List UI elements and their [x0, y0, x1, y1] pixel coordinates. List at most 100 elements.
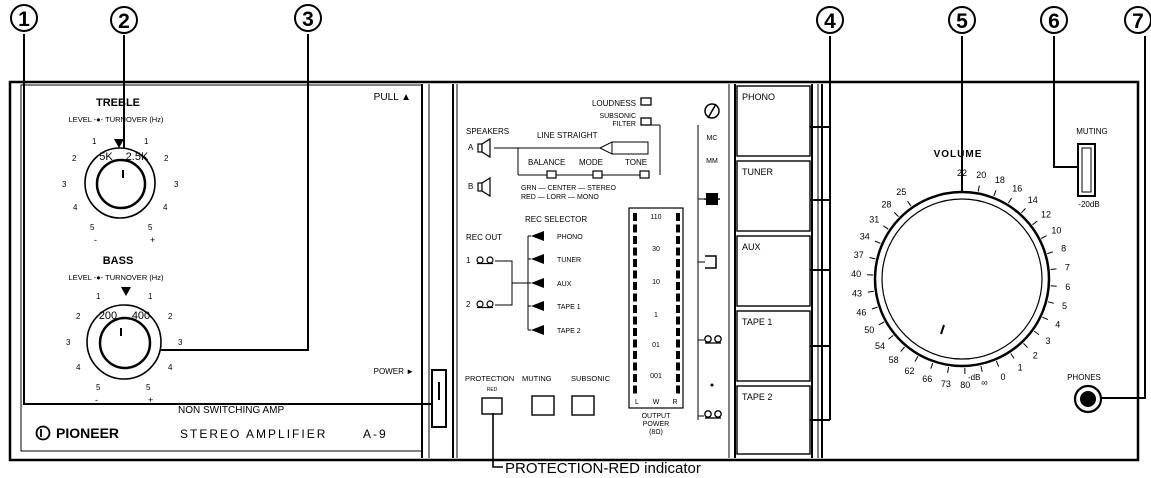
input-button-aux[interactable]: [736, 235, 811, 307]
volume-scale-tick: [993, 190, 997, 197]
pull-label: PULL ▲: [374, 92, 411, 103]
meter-col-l: L: [635, 399, 639, 406]
rec-out-1-label: 1: [466, 256, 471, 265]
left-section-inner-frame: [20, 84, 423, 452]
meter-segment: [633, 374, 637, 382]
bass-scale-left-2: 2: [76, 312, 81, 321]
phones-jack[interactable]: [1073, 384, 1103, 414]
meter-segment: [633, 270, 637, 279]
meter-segment: [633, 351, 637, 359]
treble-scale-left-5: 5: [90, 223, 95, 232]
rec-out-2-label: 2: [466, 300, 471, 309]
bass-inner-label-2: 400: [132, 310, 150, 322]
output-power-meter: 110 30 10 1 01 001 L W R: [628, 207, 684, 409]
volume-scale-tick: [930, 362, 934, 369]
bass-subtitle: LEVEL -●- TURNOVER (Hz): [69, 273, 164, 282]
meter-segment: [676, 247, 680, 256]
bass-pointer-icon: [121, 287, 131, 296]
leader-1: [23, 34, 434, 405]
treble-scale-left-3: 3: [62, 180, 67, 189]
subsonic-filter-label-1: SUBSONIC: [599, 113, 636, 120]
volume-scale-tick: [1023, 342, 1028, 349]
volume-scale-label: 28: [881, 200, 891, 210]
input-button-tuner-label: TUNER: [742, 167, 773, 177]
input-button-tape1[interactable]: [736, 310, 811, 382]
treble-scale-right-5: 5: [148, 223, 153, 232]
treble-minus: -: [94, 235, 97, 245]
power-switch[interactable]: [431, 369, 447, 428]
treble-subtitle: LEVEL -●- TURNOVER (Hz): [69, 115, 164, 124]
leader-3: [118, 34, 309, 351]
meter-segment: [676, 213, 680, 221]
treble-scale-right-3: 3: [174, 180, 179, 189]
muting-switch-title: MUTING: [1076, 127, 1108, 136]
volume-scale-tick: [1050, 268, 1057, 270]
muting-switch[interactable]: [1077, 143, 1096, 197]
volume-scale-tick: [874, 240, 881, 244]
input-button-phono-label: PHONO: [742, 92, 775, 102]
volume-scale-tick: [995, 360, 1000, 367]
rec-tape2-arrow-icon: [531, 325, 544, 335]
volume-scale-label: 58: [889, 355, 899, 365]
volume-scale-label: 1: [1018, 363, 1023, 373]
output-power-label-2: POWER: [643, 421, 669, 428]
volume-scale-tick: [1047, 251, 1054, 255]
callout-6-label: 6: [1048, 10, 1060, 33]
protection-indicator: [481, 397, 503, 415]
volume-scale-label: 43: [852, 289, 862, 299]
leader-6: [1053, 36, 1078, 168]
volume-scale-label: 8: [1061, 244, 1066, 254]
volume-scale-tick: [1032, 220, 1038, 226]
loudness-indicator: [640, 97, 652, 106]
bass-scale-left-4: 4: [76, 363, 81, 372]
power-label: POWER ►: [374, 367, 414, 376]
meter-segment: [633, 282, 637, 290]
input-button-tuner[interactable]: [736, 160, 811, 232]
rec-out-1-tape-icon: [476, 256, 494, 265]
subsonic-filter-indicator: [640, 117, 652, 126]
meter-segment: [676, 270, 680, 279]
bass-scale-right-5: 5: [146, 383, 151, 392]
meter-segment: [676, 259, 680, 267]
treble-scale-right-2: 2: [164, 154, 169, 163]
non-switching-amp-label: NON SWITCHING AMP: [178, 405, 284, 416]
input-button-phono[interactable]: [736, 85, 811, 157]
volume-scale-tick: [878, 321, 885, 326]
mode-legend-2: RED — LORR — MONO: [521, 194, 599, 201]
volume-scale-label: 25: [896, 187, 906, 197]
volume-scale-label: 10: [1051, 226, 1061, 236]
treble-scale-left-2: 2: [72, 154, 77, 163]
subsonic-button[interactable]: [571, 395, 595, 416]
rec-item-tape2: TAPE 2: [557, 328, 581, 335]
amplifier-panel-outline: [8, 80, 1140, 462]
volume-db-unit: -dB: [968, 373, 980, 382]
muting-button[interactable]: [531, 395, 555, 416]
callout-4-label: 4: [824, 10, 836, 33]
leader-7: [1100, 36, 1146, 399]
rec-out-2-tape-icon: [476, 300, 494, 309]
volume-scale-label: 54: [875, 341, 885, 351]
rec-item-tuner: TUNER: [557, 257, 581, 264]
output-power-label-1: OUTPUT: [642, 413, 672, 420]
volume-scale-label: 6: [1065, 282, 1070, 292]
bass-scale-right-1: 1: [148, 292, 153, 301]
phono-cartridge-icon: [704, 103, 720, 119]
input-button-tape2[interactable]: [736, 385, 811, 455]
volume-scale-tick: [1021, 207, 1026, 214]
rec-item-tape1: TAPE 1: [557, 304, 581, 311]
muting-label: MUTING: [522, 374, 552, 383]
volume-scale-label: ∞: [981, 378, 987, 388]
meter-segment: [676, 282, 680, 290]
rec-phono-arrow-icon: [531, 231, 544, 241]
callout-6: 6: [1040, 6, 1068, 34]
volume-scale-tick: [869, 257, 876, 260]
meter-segment: [633, 339, 637, 348]
volume-scale-tick: [947, 366, 949, 373]
model-prefix: STEREO AMPLIFIER: [180, 427, 327, 441]
bass-knob[interactable]: [86, 304, 162, 380]
volume-knob[interactable]: [873, 190, 1051, 368]
volume-scale-tick: [977, 185, 980, 192]
treble-knob[interactable]: [84, 147, 156, 219]
tone-indicator: [639, 170, 650, 179]
meter-col-r: R: [672, 399, 677, 406]
